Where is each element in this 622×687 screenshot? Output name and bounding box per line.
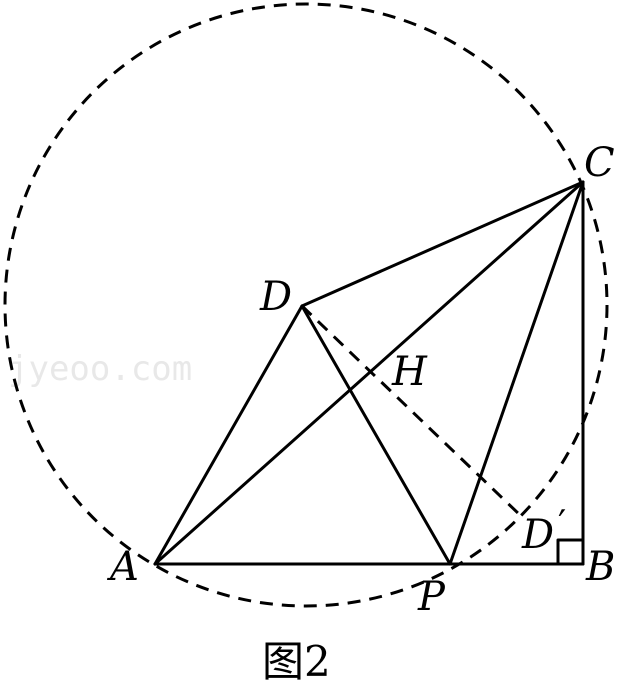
- label-point-d-prime: D: [521, 512, 554, 558]
- right-angle-marker: [556, 538, 585, 566]
- label-point-a: A: [106, 544, 139, 590]
- label-point-c: C: [584, 140, 615, 186]
- figure-caption: 图2: [262, 637, 331, 686]
- segment-pc: [448, 180, 585, 566]
- label-point-p: P: [417, 574, 446, 620]
- dashed-segment-d-dprime: [300, 304, 522, 517]
- segment-ad: [153, 304, 304, 566]
- segment-dp: [300, 304, 452, 566]
- segment-ac: [153, 180, 585, 566]
- label-point-d: D: [259, 274, 292, 320]
- label-point-b: B: [585, 544, 615, 590]
- label-prime-mark: ′: [558, 504, 566, 545]
- watermark-text: jyeoo.com: [8, 349, 192, 389]
- segment-dc: [300, 180, 585, 308]
- dashed-circle: [3, 2, 609, 608]
- label-point-h: H: [391, 349, 428, 395]
